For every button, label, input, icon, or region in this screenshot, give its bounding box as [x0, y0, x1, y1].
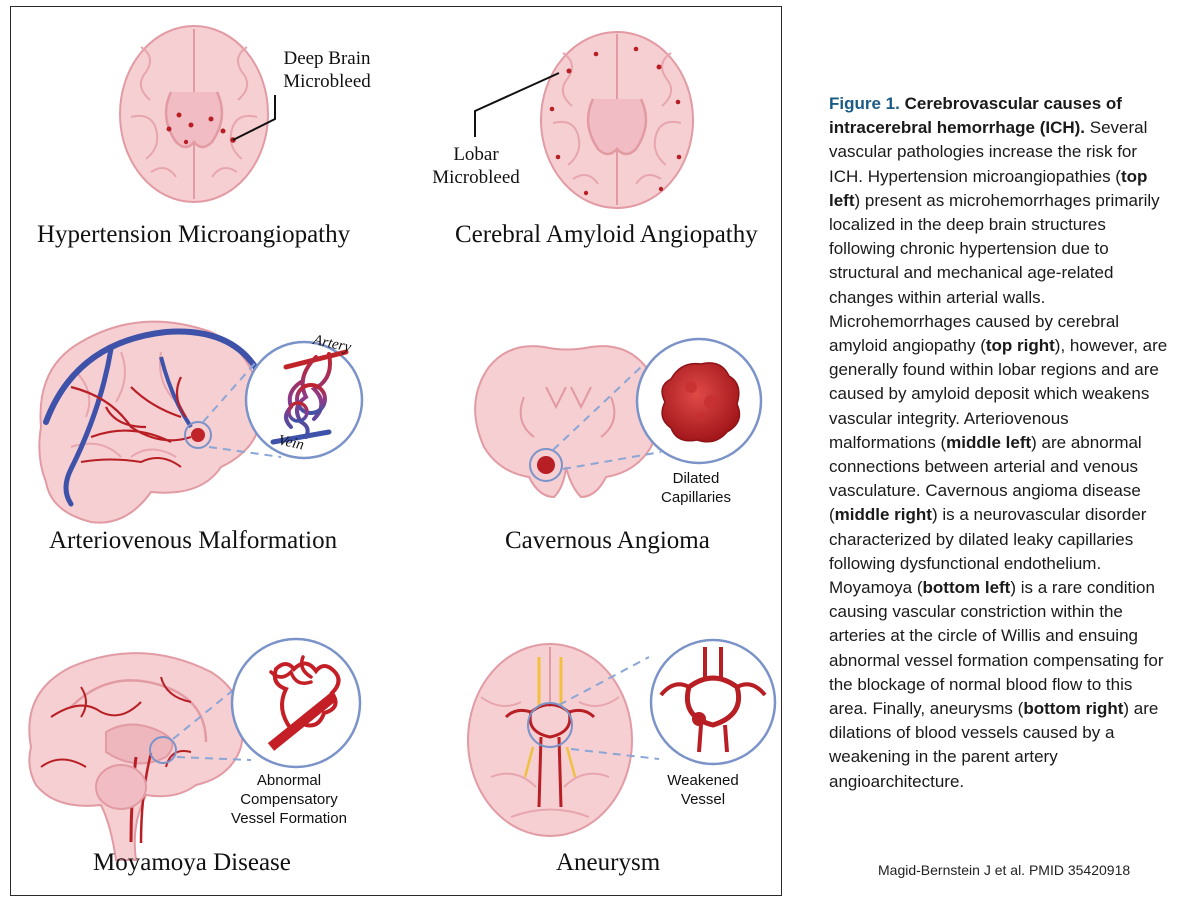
caption-text: Several vascular pathologies increase th… [829, 118, 1148, 186]
illustration-canvas [28, 25, 777, 861]
title-cavernous: Cavernous Angioma [505, 527, 710, 554]
figure-number: Figure 1. [829, 94, 900, 113]
caption-text: ) are dilations of blood vessels caused … [829, 699, 1159, 791]
caption-text: ) is a neurovascular disorder characteri… [829, 505, 1147, 598]
caption-emphasis: top right [985, 336, 1055, 356]
caption-emphasis: bottom right [1023, 699, 1124, 719]
title-hypertension: Hypertension Microangiopathy [37, 221, 351, 248]
figure-panel: Hypertension Microangiopathy Cerebral Am… [10, 6, 782, 896]
caption-emphasis: middle right [834, 505, 932, 525]
caption-emphasis: middle left [946, 432, 1032, 452]
aneurysm-brain-illustration [467, 638, 777, 837]
citation: Magid-Bernstein J et al. PMID 35420918 [878, 862, 1131, 878]
label-weakened-vessel: Weakened Vessel [667, 772, 739, 808]
caption-text: ) present as microhemorrhages primarily … [829, 190, 1160, 356]
title-avm: Arteriovenous Malformation [49, 527, 338, 554]
hypertension-brain-illustration [119, 25, 276, 203]
title-aneurysm: Aneurysm [556, 849, 661, 876]
caption-body: Several vascular pathologies increase th… [829, 118, 1167, 790]
label-lobar-microbleed: Lobar Microbleed [432, 144, 520, 188]
figure-title: Cerebrovascular causes of intracerebral … [829, 94, 1122, 138]
amyloid-brain-illustration [474, 31, 694, 209]
caption-text: ), however, are generally found within l… [829, 336, 1168, 452]
caption-text: ) are abnormal connections between arter… [829, 432, 1142, 525]
label-deep-brain-microbleed: Deep Brain Microbleed [283, 48, 371, 92]
label-abnormal-vessel-formation: Abnormal Compensatory Vessel Formation [231, 772, 347, 827]
figure-caption: Figure 1. Cerebrovascular causes of intr… [829, 92, 1174, 794]
avm-brain-illustration [38, 320, 364, 524]
title-amyloid: Cerebral Amyloid Angiopathy [455, 221, 758, 248]
moyamoya-brain-illustration [28, 637, 362, 861]
caption-emphasis: top left [829, 166, 1148, 210]
cavernous-brain-illustration [474, 337, 763, 499]
caption-text: ) is a rare condition causing vascular c… [829, 578, 1164, 719]
label-dilated-capillaries: Dilated Capillaries [660, 470, 732, 506]
caption-emphasis: bottom left [922, 578, 1011, 598]
title-moyamoya: Moyamoya Disease [93, 849, 291, 876]
